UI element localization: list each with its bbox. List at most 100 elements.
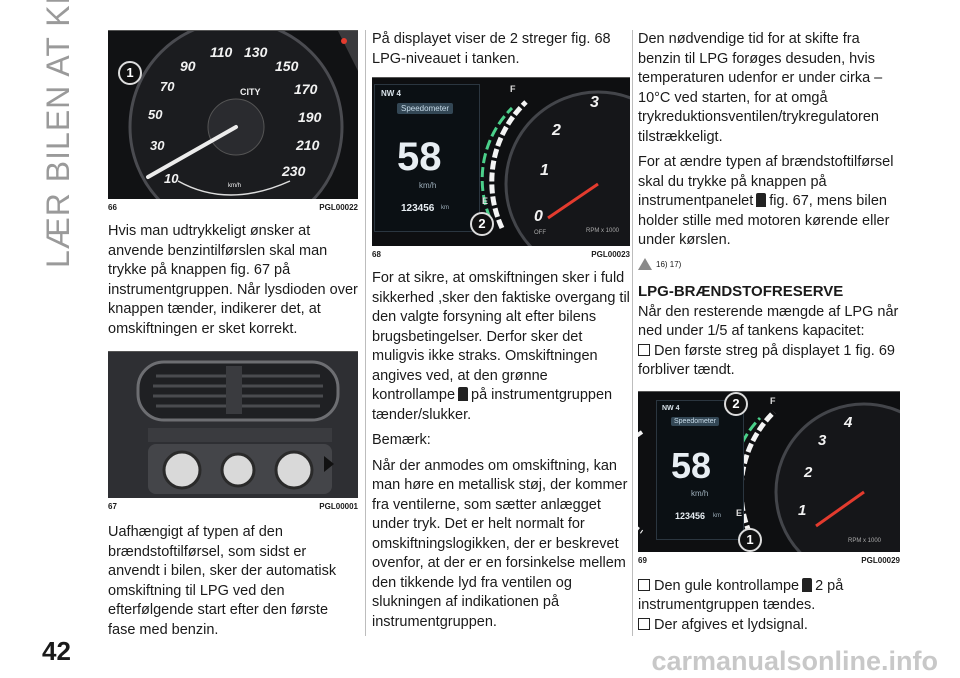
section-title: LÆR BILEN AT KENDE — [40, 0, 76, 268]
dial-label: 230 — [282, 163, 306, 179]
figure-caption-67: 67 PGL00001 — [108, 502, 358, 511]
callout-1: 1 — [118, 61, 142, 85]
paragraph: Uafhængigt af typen af den brændstoftilf… — [108, 524, 337, 638]
paragraph: På displayet viser de 2 streger fig. 68 … — [372, 31, 611, 67]
bullet-text: Den gule kontrollampe — [654, 577, 800, 594]
lpg-warning-light-icon — [802, 577, 813, 592]
lpg-button-icon — [756, 193, 767, 207]
odometer-unit: km — [441, 205, 449, 211]
off-label: OFF — [534, 230, 546, 236]
paragraph: For at ændre typen af brændstoftilførsel… — [638, 153, 900, 251]
column-2: På displayet viser de 2 streger fig. 68 … — [372, 30, 630, 632]
dial-label: 70 — [160, 79, 175, 94]
dial-label: 50 — [148, 107, 163, 122]
odometer-unit: km — [713, 512, 721, 519]
dial-label: 190 — [298, 109, 322, 125]
screen-title: Speedometer — [671, 416, 720, 426]
dial-label: 150 — [275, 58, 299, 74]
gear-indicator: NW 4 — [381, 89, 401, 98]
figure-code: PGL00001 — [319, 502, 358, 511]
reference-numbers: 16) 17) — [656, 259, 682, 269]
paragraph-text: For at sikre, at omskiftningen sker i fu… — [372, 270, 630, 403]
column-divider-2 — [632, 30, 633, 636]
dial-label: 110 — [210, 44, 233, 60]
tach-label: 2 — [804, 463, 813, 481]
figure-number: 68 — [372, 250, 381, 259]
figure-caption-69: 69 PGL00029 — [638, 556, 900, 565]
bullet-text: Der afgives et lydsignal. — [654, 616, 808, 633]
column-1: 10 30 50 70 90 110 130 150 170 190 210 2… — [108, 30, 358, 640]
figure-code: PGL00029 — [861, 555, 900, 565]
dial-label: 30 — [150, 138, 165, 153]
speed-unit: km/h — [691, 488, 709, 498]
speed-value: 58 — [397, 135, 442, 179]
screen-title: Speedometer — [397, 103, 454, 114]
dial-label: 210 — [296, 137, 320, 153]
figure-top-rule — [372, 77, 630, 78]
dial-label: 10 — [164, 171, 179, 186]
unit-label: km/h — [228, 183, 242, 189]
paragraph: For at sikre, at omskiftningen sker i fu… — [372, 269, 630, 425]
speed-unit: km/h — [419, 181, 437, 190]
rpm-label: RPM x 1000 — [848, 537, 882, 544]
warning-references: 16) 17) — [638, 255, 900, 273]
figure-caption-68: 68 PGL00023 — [372, 250, 630, 259]
tach-label: 1 — [798, 501, 807, 519]
warning-triangle-icon — [638, 257, 652, 270]
dial-label: 90 — [180, 58, 196, 74]
column-divider-1 — [365, 30, 366, 636]
paragraph: Bemærk: — [372, 432, 431, 448]
paragraph: Hvis man udtrykkeligt ønsker at anvende … — [108, 223, 358, 337]
odometer-value: 123456 — [675, 510, 706, 521]
tach-label: 3 — [818, 431, 827, 449]
fuel-full-mark: F — [770, 395, 776, 406]
city-label: CITY — [240, 87, 261, 97]
speed-value: 58 — [671, 444, 712, 486]
tach-label: 3 — [590, 94, 599, 111]
figure-number: 69 — [638, 555, 647, 565]
odometer-value: 123456 — [401, 203, 435, 214]
fuel-full-mark: F — [510, 84, 516, 94]
bullet-square-icon — [638, 617, 650, 630]
figure-number: 67 — [108, 502, 117, 511]
bullet-item: Der afgives et lydsignal. — [638, 616, 900, 636]
callout-2: 2 — [724, 391, 748, 416]
figure-69-lpg-reserve: NW 4 Speedometer 58 km/h 123456 km F E 1… — [638, 391, 900, 552]
figure-code: PGL00023 — [591, 250, 630, 259]
tach-label: 2 — [552, 122, 561, 139]
paragraph: Den nødvendige tid for at skifte fra ben… — [638, 31, 883, 145]
paragraph: Når den resterende mængde af LPG når ned… — [638, 303, 899, 340]
bullet-text: 2 på instrumentgruppen tændes. — [638, 577, 844, 614]
page-number: 42 — [42, 636, 71, 666]
tach-label: 4 — [844, 413, 853, 431]
figure-68-lpg-display: NW 4 Speedometer 58 km/h 123456 km F E 0… — [372, 78, 630, 246]
lpg-screen: NW 4 Speedometer 58 km/h 123456 km — [656, 399, 744, 540]
section-heading: LPG-BRÆNDSTOFRESERVE — [638, 282, 844, 300]
callout-2: 2 — [470, 212, 494, 236]
callout-1: 1 — [738, 527, 762, 552]
paragraph: Når der anmodes om omskiftning, kan man … — [372, 457, 628, 630]
figure-number: 66 — [108, 203, 117, 212]
figure-66-speedometer: 10 30 50 70 90 110 130 150 170 190 210 2… — [108, 31, 358, 199]
watermark: carmanualsonline.info — [651, 646, 938, 676]
lpg-warning-light-icon — [458, 387, 469, 401]
fuel-empty-mark: E — [482, 196, 489, 206]
dial-label: 170 — [294, 81, 318, 97]
bullet-text: Den første streg på displayet 1 fig. 69 … — [638, 342, 895, 379]
paragraph-text: For at ændre typen af brændstoftilførsel… — [638, 154, 894, 209]
figure-top-rule — [638, 390, 900, 392]
gear-indicator: NW 4 — [662, 404, 680, 412]
tach-label: 0 — [534, 208, 543, 225]
paragraph-text: på instrumentgruppen tænder/slukker. — [372, 387, 613, 423]
figure-caption-66: 66 PGL00022 — [108, 203, 358, 212]
dial-label: 130 — [244, 44, 268, 60]
column-3: Den nødvendige tid for at skifte fra ben… — [638, 30, 900, 635]
bullet-square-icon — [638, 343, 650, 356]
bullet-item: Den første streg på displayet 1 fig. 69 … — [638, 342, 900, 381]
figure-67-dashboard-button — [108, 352, 358, 498]
paragraph-text: fig. 67, mens bilen holder stille med mo… — [638, 193, 890, 248]
dashboard-vents-graphic — [108, 352, 358, 498]
speedometer-dial-graphic — [108, 31, 358, 199]
lpg-screen: NW 4 Speedometer 58 km/h 123456 km — [374, 84, 480, 232]
